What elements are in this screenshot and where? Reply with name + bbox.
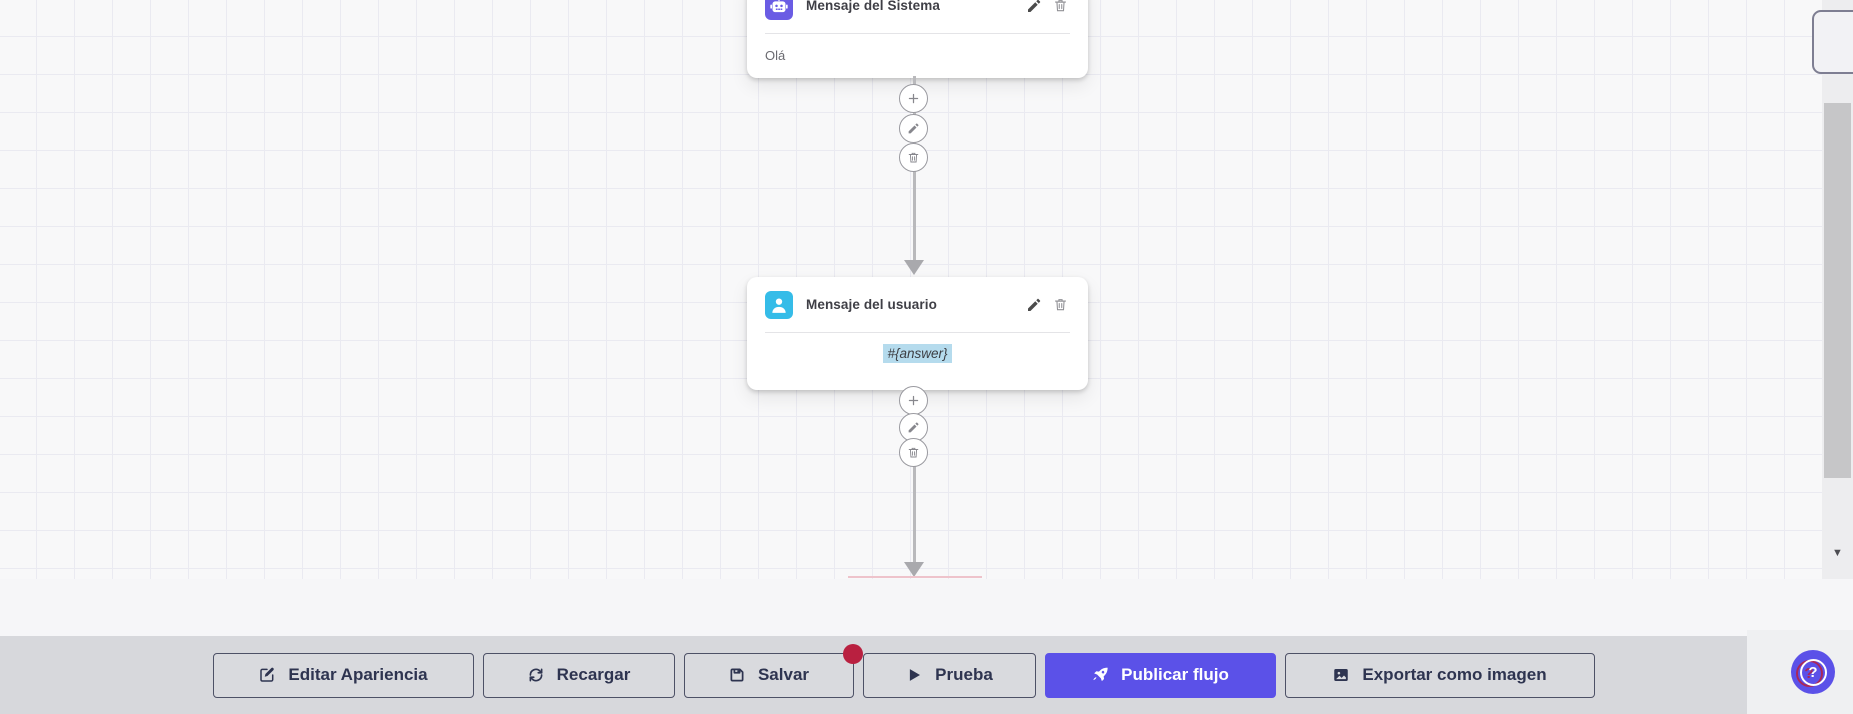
image-icon [1334,669,1349,681]
flow-canvas[interactable]: Mensaje del Sistema Olá [0,0,1853,579]
node-content: #{answer} [747,333,1088,375]
pencil-icon [908,122,919,133]
test-button[interactable]: Prueba [862,652,1036,698]
button-label: Exportar como imagen [1362,665,1547,684]
user-icon [765,290,793,319]
save-icon [730,668,744,682]
save-button[interactable]: Salvar [683,643,863,698]
rocket-icon [1093,667,1108,682]
node-divider [765,33,1070,34]
trash-icon [908,447,919,457]
connector-line [913,388,916,562]
play-icon [910,669,921,681]
trash-icon [908,152,919,162]
connector-delete-button[interactable] [899,142,928,172]
drop-indicator-line [848,576,982,578]
arrow-down-icon [904,562,924,577]
connector-edit-button[interactable] [899,113,928,143]
scrollbar-thumb[interactable] [1824,103,1851,478]
publish-flow-button[interactable]: Publicar flujo [1044,652,1276,698]
node-actions [1026,297,1068,313]
toolbar-button-row: Editar Apariencia Recargar Salvar Prueba… [0,636,1830,714]
plus-icon [908,395,919,405]
delete-node-icon[interactable] [1053,0,1068,13]
arrow-down-icon [904,260,924,275]
delete-node-icon[interactable] [1053,297,1068,312]
node-user-message[interactable]: Mensaje del usuario #{answer} [747,277,1088,390]
reload-button[interactable]: Recargar [482,652,675,698]
node-title: Mensaje del Sistema [806,0,940,13]
pencil-icon [908,421,919,432]
refresh-icon [529,668,543,682]
node-header: Mensaje del Sistema [747,0,1088,33]
button-label: Publicar flujo [1121,665,1229,684]
button-label: Salvar [757,665,810,684]
bottom-toolbar: Editar Apariencia Recargar Salvar Prueba… [0,636,1853,714]
button-label: Editar Apariencia [288,665,428,684]
answer-token[interactable]: #{answer} [883,344,952,363]
button-label: Recargar [556,665,631,684]
button-label: Prueba [935,665,993,684]
help-button[interactable]: ? [1791,650,1835,694]
node-system-message[interactable]: Mensaje del Sistema Olá [747,0,1088,78]
question-icon: ? [1799,658,1827,686]
node-header: Mensaje del usuario [747,277,1088,332]
scrollbar-down-arrow-icon[interactable]: ▼ [1832,547,1843,559]
node-actions [1026,0,1068,14]
partial-panel[interactable] [1812,10,1853,74]
edit-node-icon[interactable] [1026,297,1042,313]
node-divider [765,332,1070,333]
robot-icon [765,0,793,20]
export-image-button[interactable]: Exportar como imagen [1284,652,1595,698]
connector-delete-button[interactable] [899,437,928,467]
edit-node-icon[interactable] [1026,0,1042,14]
connector-add-button[interactable] [899,385,928,415]
unsaved-changes-badge [842,643,863,664]
node-content: Olá [765,48,786,63]
node-title: Mensaje del usuario [806,297,937,312]
edit-square-icon [260,667,275,682]
connector-add-button[interactable] [899,83,928,113]
plus-icon [908,93,919,103]
edit-appearance-button[interactable]: Editar Apariencia [212,652,474,698]
